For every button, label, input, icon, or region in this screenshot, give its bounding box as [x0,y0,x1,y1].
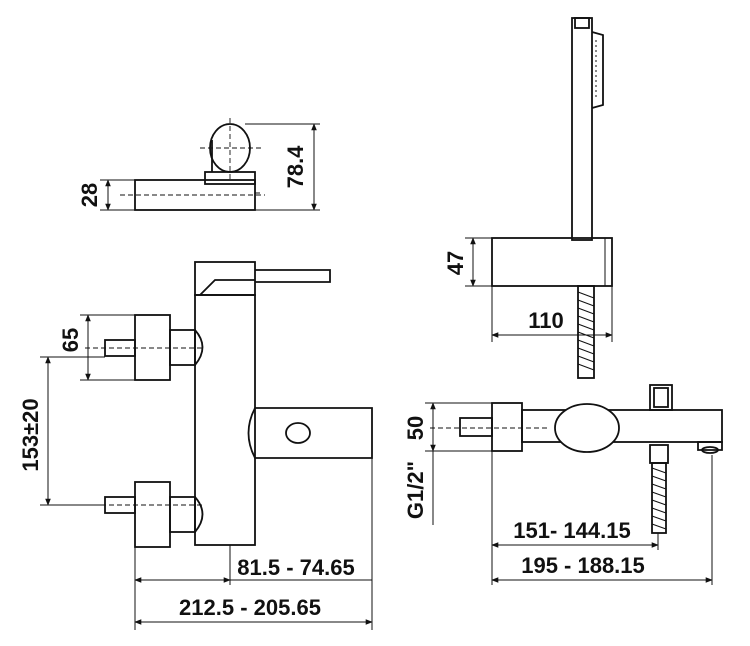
dim-spout-length: 81.5 - 74.65 [237,555,354,580]
dim-side-depth-overall: 195 - 188.15 [521,553,645,578]
dim-inlet-center: 153±20 [18,398,43,471]
dim-bracket-depth: 110 [528,308,564,333]
dim-top-total-height: 78.4 [283,145,308,189]
dim-top-height: 28 [77,183,102,207]
dim-inlet-upper: 65 [58,328,83,352]
dim-overall-width: 212.5 - 205.65 [179,595,321,620]
dim-side-depth-inner: 151- 144.15 [513,518,630,543]
dim-bracket-height: 47 [443,251,468,275]
hand-shower-view: 47 110 [443,17,613,379]
side-view: 50 G1/2" 151- 144.15 195 - 188.15 [403,384,723,585]
dim-side-inlet-height: 50 [403,416,428,440]
dim-thread-size: G1/2" [403,461,428,519]
top-view: 28 78.4 [77,118,320,211]
front-view: 65 153±20 81.5 - 74.65 212.5 - 205.65 [18,261,373,630]
